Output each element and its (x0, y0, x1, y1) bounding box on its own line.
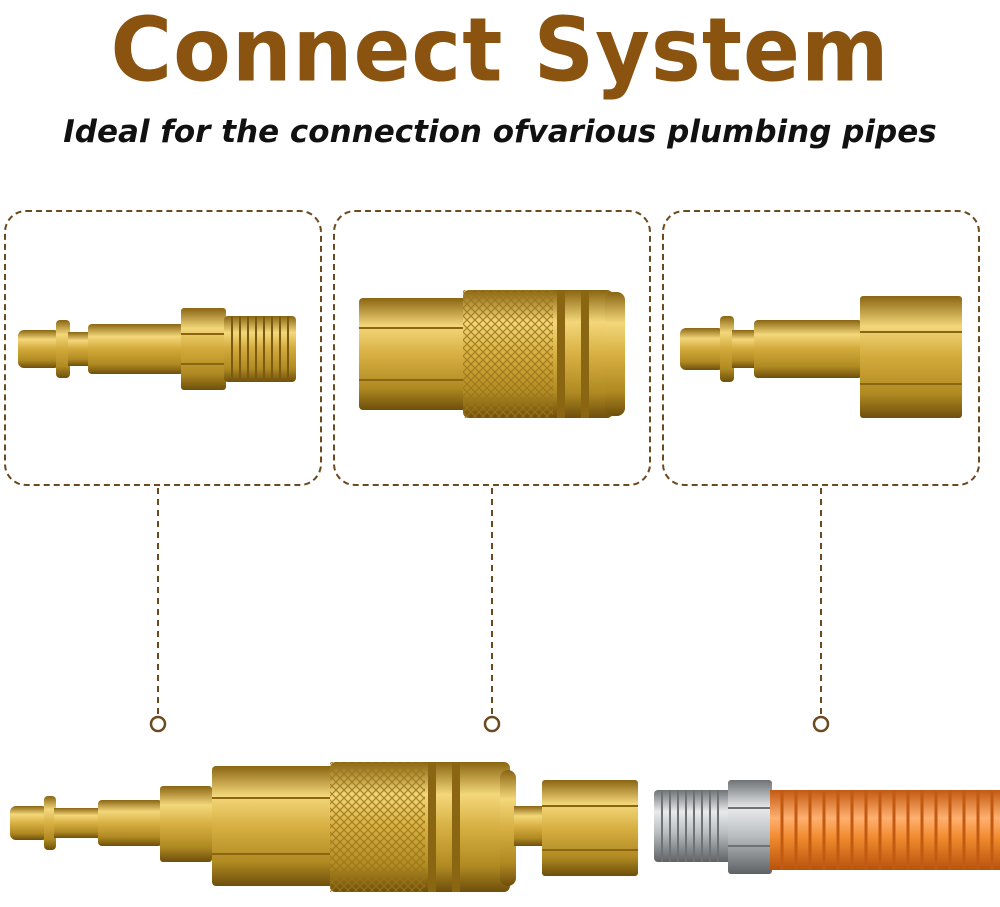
page-title: Connect System (110, 0, 890, 102)
connector-ring-3 (812, 715, 830, 733)
page-subtitle: Ideal for the connection ofvarious plumb… (63, 114, 937, 150)
female-threaded-plug-image (680, 296, 962, 418)
panel-female-coupler (333, 210, 651, 486)
connector-ring-1 (149, 715, 167, 733)
connector-ring-2 (483, 715, 501, 733)
panel-male-threaded-plug (4, 210, 322, 486)
male-threaded-plug-image (18, 308, 296, 390)
assembled-connection-image (10, 762, 1000, 892)
panel-female-threaded-plug (662, 210, 980, 486)
female-coupler-image (359, 290, 625, 418)
